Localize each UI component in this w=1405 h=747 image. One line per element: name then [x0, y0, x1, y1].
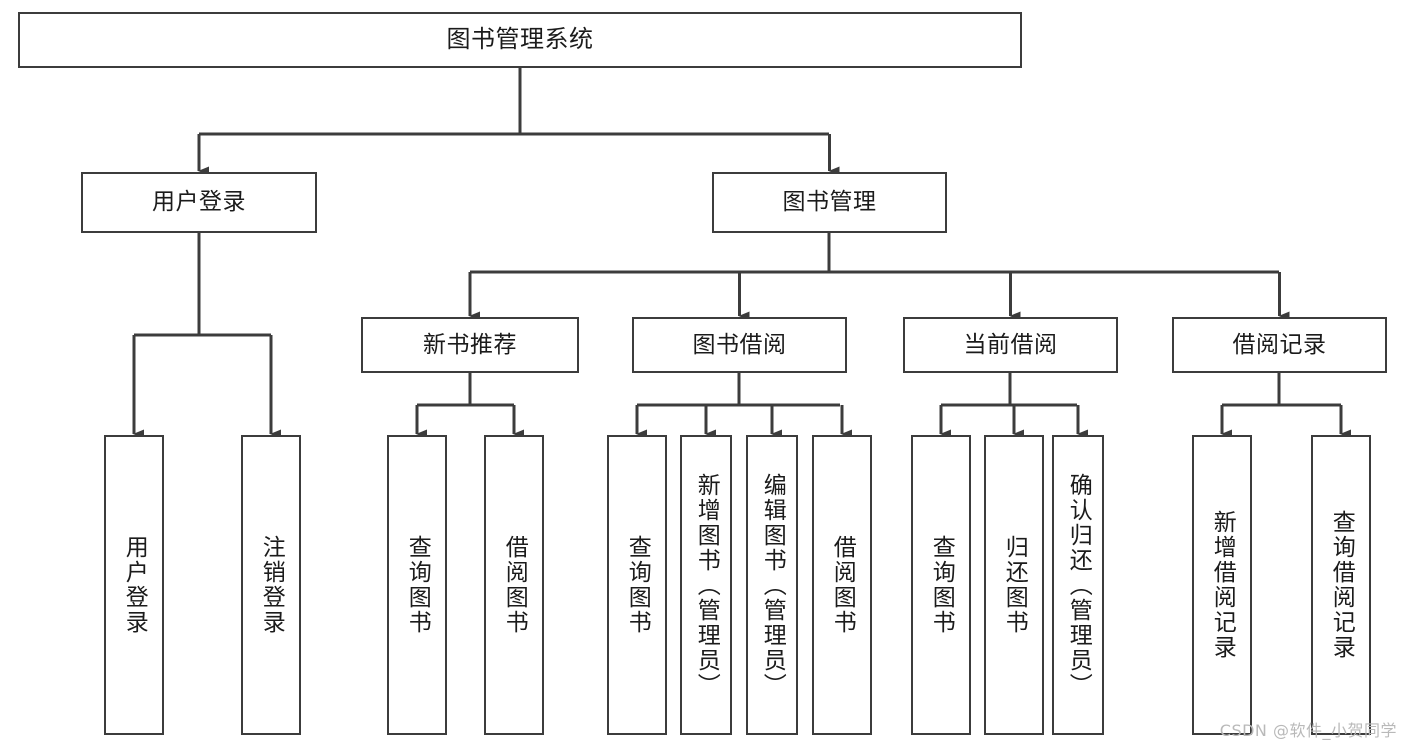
- node-label: 借阅图书: [829, 535, 856, 635]
- node-current-borrowing[interactable]: 当前借阅: [903, 317, 1118, 373]
- node-label: 图书管理系统: [446, 25, 594, 54]
- leaf-logout[interactable]: 注销登录: [241, 435, 301, 735]
- leaf-borrow-book-1[interactable]: 借阅图书: [484, 435, 544, 735]
- csdn-watermark: CSDN @软件_小贺同学: [1219, 721, 1397, 740]
- leaf-add-book-admin[interactable]: 新增图书（管理员）: [680, 435, 732, 735]
- node-label: 新增图书（管理员）: [693, 472, 720, 698]
- connector-lines: [132, 68, 1351, 439]
- leaf-query-book-2[interactable]: 查询图书: [607, 435, 667, 735]
- node-label: 用户登录: [152, 189, 246, 216]
- leaf-return-book[interactable]: 归还图书: [984, 435, 1044, 735]
- node-label: 新增借阅记录: [1209, 510, 1236, 660]
- node-new-book-recommendation[interactable]: 新书推荐: [361, 317, 579, 373]
- node-label: 查询图书: [624, 535, 651, 635]
- node-label: 查询图书: [404, 535, 431, 635]
- leaf-query-borrow-record[interactable]: 查询借阅记录: [1311, 435, 1371, 735]
- node-label: 当前借阅: [963, 331, 1058, 358]
- node-label: 归还图书: [1001, 535, 1028, 635]
- leaf-query-book-3[interactable]: 查询图书: [911, 435, 971, 735]
- node-book-borrowing[interactable]: 图书借阅: [632, 317, 847, 373]
- leaf-borrow-book-2[interactable]: 借阅图书: [812, 435, 872, 735]
- node-label: 图书管理: [782, 189, 877, 216]
- node-label: 图书借阅: [692, 331, 787, 358]
- leaf-query-book-1[interactable]: 查询图书: [387, 435, 447, 735]
- node-label: 确认归还（管理员）: [1065, 472, 1092, 698]
- leaf-confirm-return-admin[interactable]: 确认归还（管理员）: [1052, 435, 1104, 735]
- node-book-management[interactable]: 图书管理: [712, 172, 947, 233]
- node-label: 查询图书: [928, 535, 955, 635]
- node-user-login[interactable]: 用户登录: [81, 172, 317, 233]
- node-label: 新书推荐: [423, 331, 517, 358]
- node-label: 编辑图书（管理员）: [759, 472, 786, 698]
- leaf-add-borrow-record[interactable]: 新增借阅记录: [1192, 435, 1252, 735]
- node-label: 注销登录: [258, 535, 285, 635]
- node-label: 借阅记录: [1232, 331, 1327, 358]
- node-root-system[interactable]: 图书管理系统: [18, 12, 1022, 68]
- node-label: 用户登录: [121, 535, 148, 635]
- node-label: 查询借阅记录: [1328, 510, 1355, 660]
- node-label: 借阅图书: [501, 535, 528, 635]
- node-borrowing-records[interactable]: 借阅记录: [1172, 317, 1387, 373]
- leaf-edit-book-admin[interactable]: 编辑图书（管理员）: [746, 435, 798, 735]
- leaf-user-login[interactable]: 用户登录: [104, 435, 164, 735]
